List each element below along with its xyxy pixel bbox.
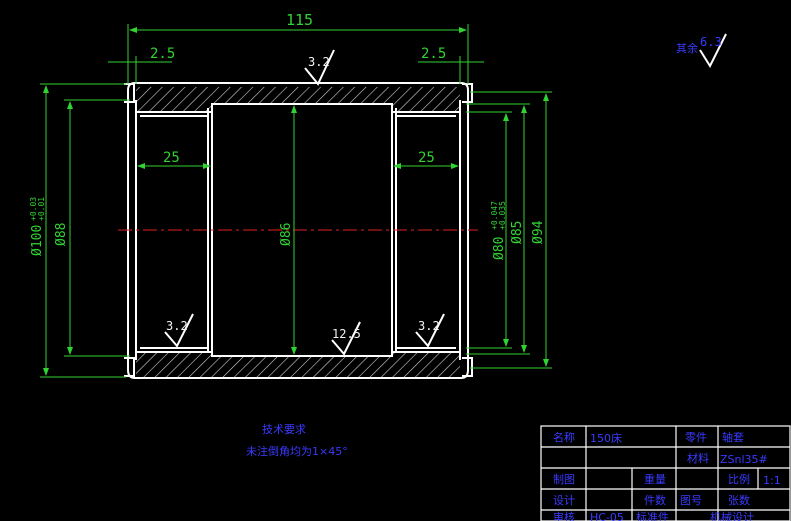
tb-r3c1: 制图 xyxy=(553,473,575,486)
dim-outer-tol-upper: +0.03 xyxy=(29,197,38,221)
tb-r4c2: 件数 xyxy=(644,494,666,507)
dim-diameter-86: Ø86 xyxy=(279,223,294,246)
dim-inner-diameter: Ø80 xyxy=(492,237,507,260)
tb-r1c4: 轴套 xyxy=(722,430,744,444)
dim-inner-tol-upper: +0.047 xyxy=(490,201,499,230)
title-block xyxy=(540,425,791,521)
notch-bl xyxy=(124,357,135,377)
tb-r3c3: 比例 xyxy=(728,472,750,486)
tb-r4c4: 张数 xyxy=(728,494,750,507)
dim-groove-left: 25 xyxy=(163,150,180,166)
notch-tl xyxy=(124,83,135,103)
dim-overall-length: 115 xyxy=(286,11,313,29)
dim-diameter-94: Ø94 xyxy=(531,220,546,244)
top-bore-inner xyxy=(140,108,209,352)
tb-r4c3: 图号 xyxy=(680,494,702,507)
dim-diameter-88: Ø88 xyxy=(54,223,69,246)
tb-r1c3: 零件 xyxy=(685,431,707,444)
tb-r3c4: 1:1 xyxy=(763,474,781,487)
dimension-lines xyxy=(40,24,552,378)
tb-r5c3: 标准件 xyxy=(636,510,669,521)
dim-diameter-85: Ø85 xyxy=(510,221,525,244)
tb-r1c1: 名称 xyxy=(553,430,575,444)
dim-outer-diameter: Ø100 xyxy=(30,225,45,256)
bottom-bore xyxy=(136,351,460,357)
tb-r5c1: 审核 xyxy=(553,510,575,521)
roughness-top-symbol xyxy=(304,49,335,86)
tb-r5c4: 机械设计 xyxy=(710,510,754,521)
roughness-corner-value: 6.3 xyxy=(700,35,722,49)
tb-r5c2: HC-05 xyxy=(590,511,624,521)
dim-groove-right: 25 xyxy=(418,150,435,166)
notch-tr xyxy=(462,83,473,103)
dim-chamfer-right: 2.5 xyxy=(421,46,446,62)
top-wall-hatch xyxy=(136,87,460,112)
notes-title: 技术要求 xyxy=(262,423,306,436)
bottom-wall-hatch xyxy=(136,352,460,377)
tb-r3c2: 重量 xyxy=(644,472,666,486)
roughness-top: 3.2 xyxy=(308,55,330,69)
dim-inner-tol-lower: +0.035 xyxy=(498,201,507,230)
dim-chamfer-left: 2.5 xyxy=(150,46,175,62)
dim-outer-tol-lower: +0.01 xyxy=(37,197,46,221)
roughness-symbols xyxy=(164,33,727,356)
top-bore xyxy=(136,103,460,113)
tb-r2c3: 材料 xyxy=(687,451,709,465)
notch-br xyxy=(462,357,473,377)
roughness-bm-symbol xyxy=(331,321,361,356)
roughness-bottom-right: 3.2 xyxy=(418,319,440,333)
roughness-bottom-middle: 12.5 xyxy=(332,327,361,341)
tb-r1c2: 150床 xyxy=(590,431,622,445)
roughness-bottom-left: 3.2 xyxy=(166,319,188,333)
roughness-corner-symbol xyxy=(699,33,727,69)
roughness-br-symbol xyxy=(415,313,445,348)
tb-r4c1: 设计 xyxy=(553,494,575,507)
tb-r2c4: ZSnl35# xyxy=(720,453,768,466)
roughness-bl-symbol xyxy=(164,313,194,348)
notes-line1: 未注倒角均为1×45° xyxy=(246,444,348,458)
roughness-corner-label: 其余 xyxy=(676,41,698,55)
